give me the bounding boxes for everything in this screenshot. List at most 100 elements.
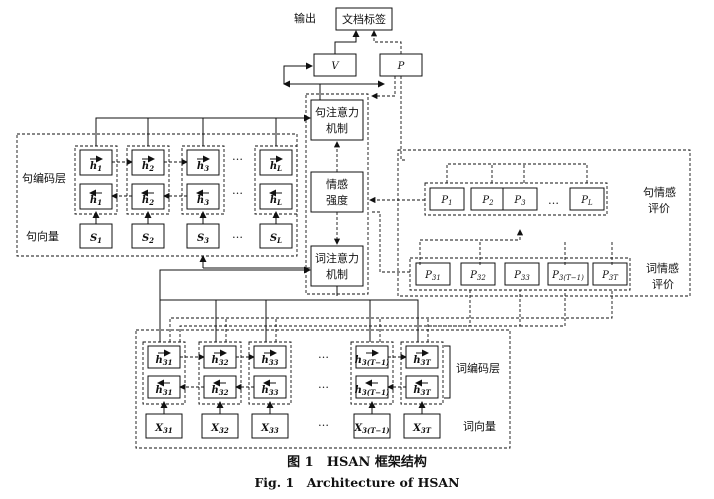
word-ellipsis-top: …	[318, 348, 329, 361]
word-sentiment-line2: 评价	[652, 278, 674, 291]
sentence-backward-h: h1	[90, 195, 102, 207]
p-sentence-box	[502, 187, 538, 211]
sentence-forward-h-box	[131, 149, 165, 176]
sentence-sentiment-group	[397, 149, 691, 297]
sent-ellipsis-bot: …	[232, 228, 243, 241]
p-sentence-box	[569, 187, 605, 211]
sentence-forward-h-box	[79, 149, 113, 176]
emotion-intensity-box	[310, 171, 364, 213]
sent-attention-box	[310, 99, 364, 141]
word-forward-h-box	[253, 345, 287, 369]
sentence-backward-h-box	[186, 183, 220, 210]
caption-en: Fig. 1 Architecture of HSAN	[254, 475, 459, 490]
sent-attention-line1: 句注意力	[315, 105, 359, 119]
sentence-backward-h: hL	[270, 195, 282, 207]
sentence-vector-box	[79, 223, 113, 249]
p-word-box	[415, 262, 451, 286]
doc-label-box	[335, 7, 393, 31]
sentence-forward-h: h2	[142, 161, 154, 173]
sentence-vector-s: S3	[197, 233, 209, 245]
sentence-vector-s: S2	[142, 233, 154, 245]
output-label: 输出	[294, 11, 316, 25]
word-forward-h: h31	[155, 355, 172, 367]
p-sentence-label: PL	[580, 195, 593, 207]
word-ellipsis-mid: …	[318, 378, 329, 391]
word-backward-h-box	[253, 375, 287, 399]
sentence-backward-h: h3	[197, 195, 209, 207]
sentence-backward-h: h2	[142, 195, 154, 207]
word-backward-h: h3T	[413, 385, 431, 397]
sentence-vector-box	[186, 223, 220, 249]
sentence-vector-box	[259, 223, 293, 249]
p-word-label: P3T	[601, 270, 619, 282]
p-word-label: P3(T−1)	[551, 270, 584, 282]
word-vector-box	[145, 413, 183, 439]
word-sentiment-line1: 词情感	[646, 262, 679, 275]
sentence-vector-s: SL	[270, 233, 282, 245]
p-word-label: P31	[424, 270, 441, 282]
sentence-vector-s: S1	[90, 233, 102, 245]
sentence-forward-h: hL	[270, 161, 282, 173]
word-backward-h: h31	[155, 385, 172, 397]
sentence-backward-h-box	[79, 183, 113, 210]
p-sent-ellipsis: …	[548, 194, 559, 207]
emotion-line2: 强度	[326, 193, 348, 207]
p-word-boxes: P31 P32 P33 P3(T−1) P3T	[415, 262, 628, 286]
word-vec-label: 词向量	[463, 419, 496, 433]
p-word-box	[460, 262, 496, 286]
word-ellipsis-bot: …	[318, 416, 329, 429]
emotion-line1: 情感	[326, 178, 348, 191]
sent-ellipsis-top: …	[232, 150, 243, 163]
sent-vec-label: 句向量	[26, 229, 59, 243]
v-label: V	[331, 61, 340, 72]
word-backward-h: h32	[211, 385, 228, 397]
p-word-label: P33	[513, 270, 530, 282]
sentence-forward-h: h1	[90, 161, 102, 173]
word-enc-bracket	[444, 345, 451, 399]
sent-enc-label: 句编码层	[22, 171, 66, 185]
word-backward-h-box	[405, 375, 439, 399]
word-backward-h: h33	[261, 385, 278, 397]
p-sentence-label: P1	[440, 195, 452, 207]
sent-attention-line2: 机制	[326, 121, 348, 135]
word-enc-label: 词编码层	[456, 361, 500, 375]
word-forward-h: h3(T−1)	[355, 355, 390, 367]
word-vector-box	[353, 413, 391, 439]
word-backward-h: h3(T−1)	[355, 385, 390, 397]
p-word-label: P32	[469, 270, 486, 282]
sent-sentiment-line2: 评价	[648, 202, 670, 215]
word-forward-h: h32	[211, 355, 228, 367]
word-vector-x: X31	[154, 423, 173, 435]
word-attention-line2: 机制	[326, 267, 348, 281]
sentence-forward-h-box	[186, 149, 220, 176]
word-attention-line1: 词注意力	[315, 251, 359, 265]
sent-sentiment-line1: 句情感	[643, 186, 676, 199]
p-sentence-label: P3	[513, 195, 526, 207]
word-forward-h: h33	[261, 355, 278, 367]
p-word-box	[592, 262, 628, 286]
word-vector-x: X3(T−1)	[353, 423, 389, 435]
p-word-box	[504, 262, 540, 286]
p-sentence-group	[424, 182, 608, 216]
sentence-backward-h-box	[259, 183, 293, 210]
word-level-group	[135, 329, 511, 449]
word-forward-h: h3T	[413, 355, 431, 367]
word-vector-box	[403, 413, 441, 439]
word-vector-x: X3T	[412, 423, 432, 435]
word-vector-x: X32	[210, 423, 229, 435]
p-sentence-box	[429, 187, 465, 211]
word-attention-box	[310, 245, 364, 287]
doc-label-text: 文档标签	[342, 12, 386, 26]
sentence-forward-h-box	[259, 149, 293, 176]
sentence-vector-box	[131, 223, 165, 249]
p-label: P	[397, 61, 405, 72]
sentence-forward-h: h3	[197, 161, 209, 173]
word-forward-h-box	[405, 345, 439, 369]
sent-ellipsis-mid: …	[232, 184, 243, 197]
p-word-box	[547, 262, 589, 286]
word-vector-box	[251, 413, 289, 439]
